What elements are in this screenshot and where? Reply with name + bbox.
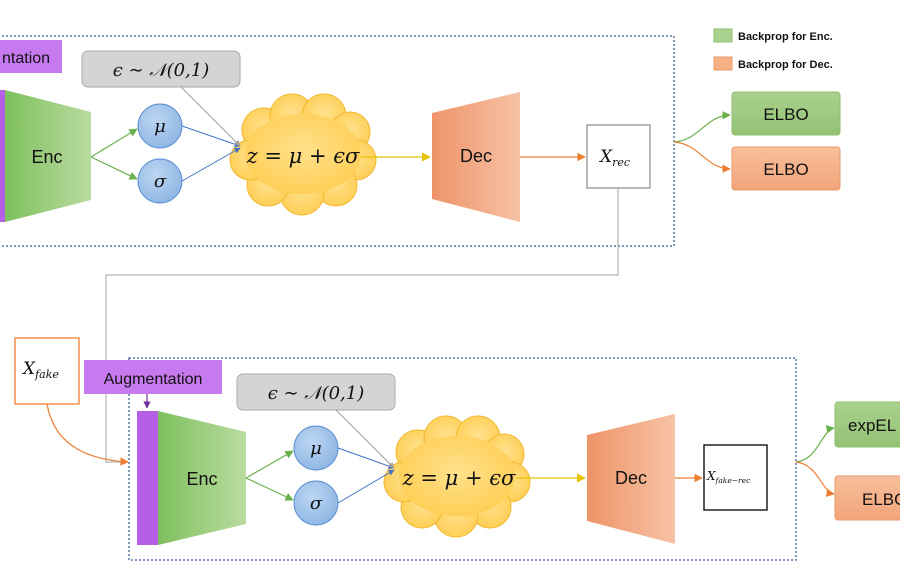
bottom-arrow-enc-sigma: [245, 477, 294, 501]
bottom-backprop-dec-arrow: [795, 461, 835, 497]
top-output-label: Xrec: [598, 147, 630, 169]
bottom-augmentation-box: [84, 360, 222, 394]
bottom-input-label: Xfake: [21, 359, 59, 381]
bottom-noise-label: ϵ ∼ 𝒩(0,1): [268, 383, 365, 404]
top-encoder-label: Enc: [31, 147, 62, 167]
bottom-augmentation-bar: [137, 411, 158, 545]
bottom-augmentation-label: Augmentation: [104, 371, 203, 388]
bottom-decoder: [587, 414, 675, 544]
bottom-noise-box: [236, 373, 396, 411]
top-elbo-dec-box: [731, 146, 841, 191]
xrec-feedback-line: [105, 188, 619, 463]
bottom-container: [128, 357, 797, 561]
top-backprop-dec-arrow: [673, 141, 731, 173]
bottom-output-box: [703, 444, 768, 511]
bottom-encoder-label: Enc: [186, 469, 217, 489]
bottom-arrow-enc-mu: [245, 450, 294, 479]
bottom-mu-label: μ: [310, 438, 322, 459]
top-arrow-noise-cloud: [180, 86, 241, 147]
legend-enc-label: Backprop for Enc.: [738, 31, 833, 43]
top-arrow-mu-cloud: [181, 125, 241, 148]
bottom-input-box: [14, 337, 80, 405]
bottom-elbo-enc-box: [834, 401, 900, 448]
bottom-arrow-sigma-cloud: [337, 469, 395, 504]
top-latent-label: z = μ + ϵσ: [246, 144, 360, 168]
bottom-elbo-enc-label: expEL: [848, 416, 896, 435]
legend: Backprop for Enc. Backprop for Dec.: [713, 28, 833, 71]
bottom-sigma-label: σ: [310, 493, 323, 514]
top-augmentation-label: ntation: [2, 50, 50, 67]
bottom-latent-cloud: [383, 415, 531, 538]
bottom-output-label: Xfake−rec: [706, 469, 751, 485]
top-elbo-enc-label: ELBO: [763, 105, 808, 124]
top-encoder: [5, 90, 91, 222]
bottom-arrow-xfake-enc: [46, 403, 129, 466]
bottom-branch: Xfake Augmentation Enc ϵ ∼ 𝒩(0,1) μ σ: [14, 337, 900, 561]
bottom-backprop-enc-arrow: [795, 425, 835, 463]
top-augmentation-box: [0, 40, 62, 73]
top-backprop-enc-arrow: [673, 111, 731, 143]
legend-dec-swatch: [713, 56, 733, 71]
legend-dec-label: Backprop for Dec.: [738, 59, 833, 71]
bottom-decoder-label: Dec: [615, 468, 647, 488]
bottom-latent-label: z = μ + ϵσ: [402, 466, 516, 490]
top-mu-label: μ: [154, 116, 166, 137]
top-arrow-sigma-cloud: [181, 147, 241, 182]
bottom-arrow-mu-cloud: [337, 447, 395, 470]
legend-enc-swatch: [713, 28, 733, 43]
bottom-arrow-noise-cloud: [335, 409, 395, 469]
top-sigma-label: σ: [154, 171, 167, 192]
bottom-elbo-dec-box: [834, 475, 900, 521]
top-elbo-enc-box: [731, 91, 841, 136]
bottom-encoder: [158, 411, 246, 545]
top-noise-box: [81, 50, 241, 88]
top-arrow-enc-sigma: [90, 156, 138, 180]
top-decoder: [432, 92, 520, 222]
top-elbo-dec-label: ELBO: [763, 160, 808, 179]
top-latent-cloud: [229, 93, 377, 216]
top-decoder-label: Dec: [460, 146, 492, 166]
top-arrow-enc-mu: [90, 128, 138, 158]
top-container: [0, 35, 675, 247]
top-branch: ntation Enc ϵ ∼ 𝒩(0,1) μ σ: [0, 35, 841, 247]
bottom-elbo-dec-label: ELBO: [862, 490, 900, 509]
top-noise-label: ϵ ∼ 𝒩(0,1): [113, 60, 210, 81]
top-augmentation-bar: [0, 90, 5, 222]
